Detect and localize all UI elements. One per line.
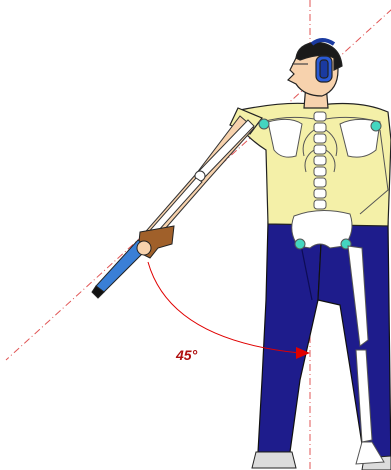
shooter-hand xyxy=(137,241,151,255)
spine xyxy=(314,112,326,209)
left-leg xyxy=(258,222,322,452)
extended-arm xyxy=(140,116,254,246)
humerus xyxy=(198,120,254,178)
left-shoe xyxy=(252,452,296,468)
air-pistol-icon xyxy=(92,226,174,298)
angle-label: 45° xyxy=(175,347,198,363)
head-group xyxy=(288,40,342,108)
